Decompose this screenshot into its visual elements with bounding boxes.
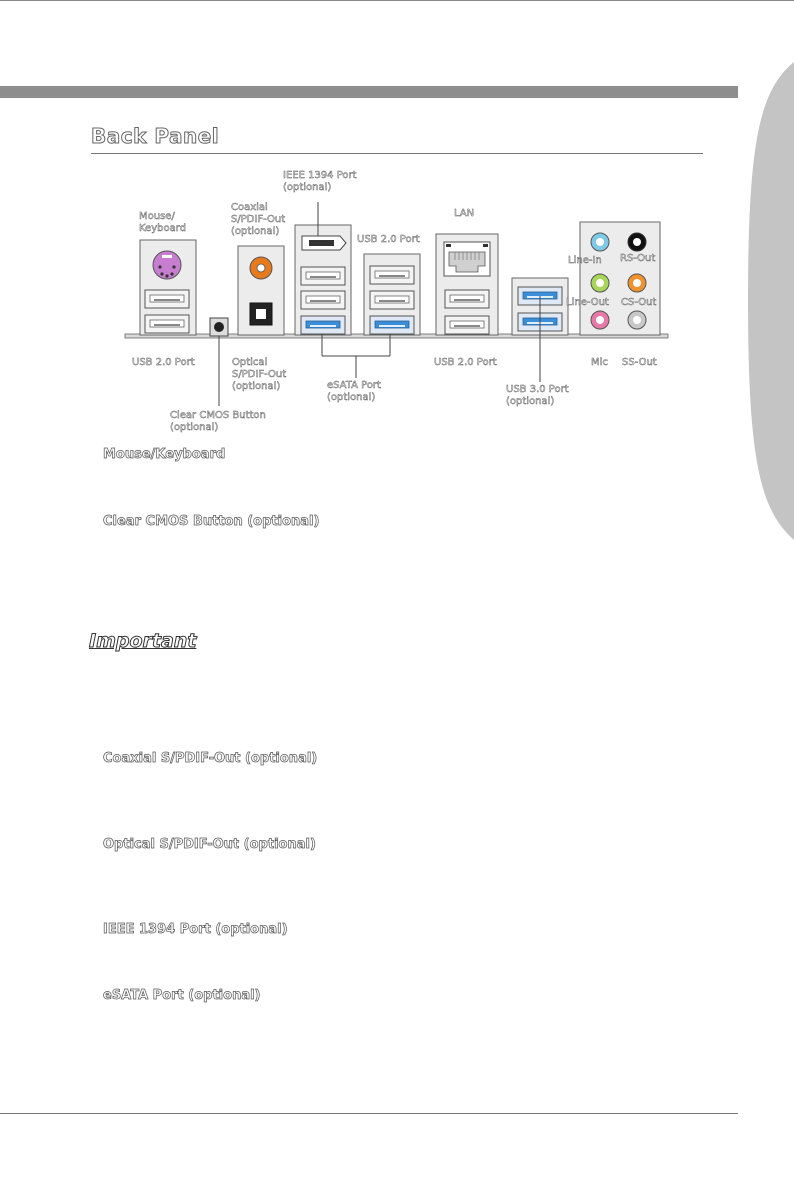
- label-clear-cmos: Clear CMOS Button(optional): [170, 410, 266, 433]
- important-note-title: Important: [88, 630, 197, 653]
- clear-cmos-button-icon: [209, 317, 229, 406]
- heading-clear-cmos: Clear CMOS Button (optional): [103, 514, 320, 530]
- footer-rule: [0, 1113, 738, 1114]
- heading-optical: Optical S/PDIF-Out (optional): [103, 837, 317, 853]
- esata-bracket: [321, 334, 391, 378]
- top-rule: [0, 0, 794, 1]
- ieee1394-usb-module: [294, 202, 352, 336]
- heading-mouse-keyboard: Mouse/Keyboard: [103, 447, 226, 463]
- page-title: Back Panel: [90, 124, 220, 149]
- title-divider: [91, 153, 703, 154]
- usb3-module: [511, 277, 569, 382]
- ps2-port-icon: [152, 250, 182, 280]
- label-line-out: Line-Out: [566, 297, 609, 308]
- lan-usb-module: [435, 233, 499, 336]
- label-mouse-keyboard: Mouse/Keyboard: [139, 211, 187, 234]
- label-ss-out: SS-Out: [622, 357, 657, 368]
- audio-module: [579, 221, 661, 336]
- label-usb30: USB 3.0 Port(optional): [506, 384, 569, 407]
- label-cs-out: CS-Out: [621, 297, 657, 308]
- heading-ieee1394: IEEE 1394 Port (optional): [103, 922, 288, 938]
- label-usb20-left: USB 2.0 Port: [132, 357, 195, 368]
- header-bar: [0, 86, 738, 98]
- heading-coaxial: Coaxial S/PDIF-Out (optional): [103, 751, 318, 767]
- label-ieee1394: IEEE 1394 Port(optional): [283, 170, 357, 193]
- back-panel-diagram: [124, 202, 669, 406]
- label-mic: Mic: [591, 357, 608, 368]
- ps2-usb-module: [139, 239, 197, 336]
- heading-esata: eSATA Port (optional): [103, 988, 261, 1004]
- label-lan: LAN: [454, 208, 475, 219]
- spdif-module: [237, 245, 285, 336]
- usb-esata-module: [363, 253, 421, 336]
- label-line-in: Line-In: [568, 255, 602, 266]
- label-rs-out: RS-Out: [620, 253, 656, 264]
- label-usb20-right: USB 2.0 Port: [434, 357, 497, 368]
- label-esata: eSATA Port(optional): [327, 380, 381, 403]
- label-usb20-top: USB 2.0 Port: [357, 234, 420, 245]
